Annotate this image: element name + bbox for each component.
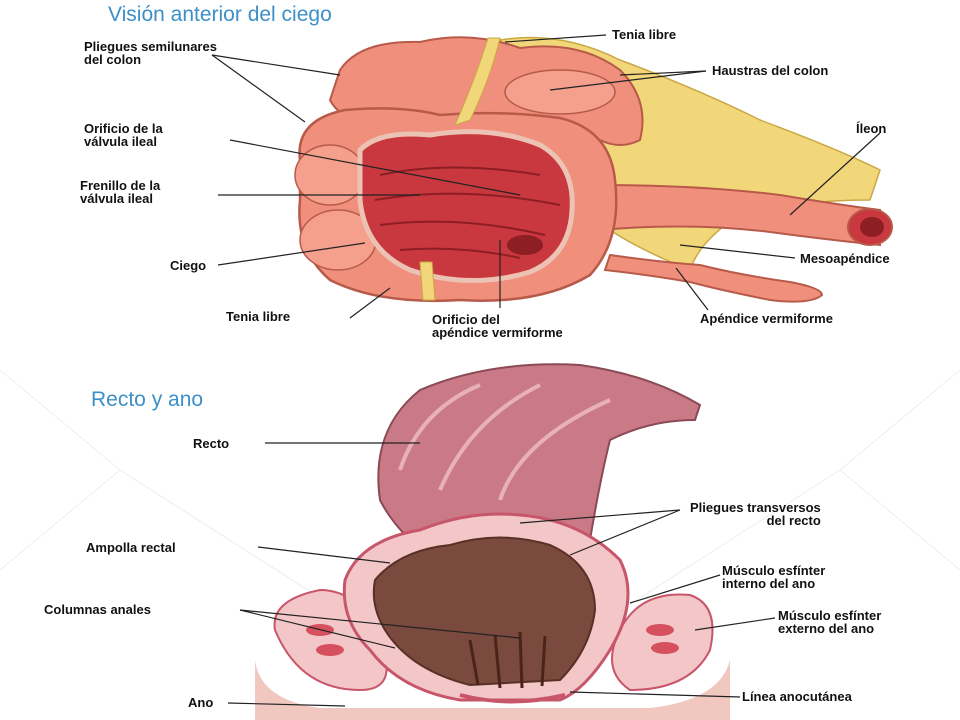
rectum-folds	[398, 383, 611, 501]
label-line: Músculo esfínter	[722, 563, 826, 578]
label-linea-anocutanea: Línea anocutánea	[742, 689, 852, 704]
label-line: externo del ano	[778, 621, 875, 636]
cecum-illustration	[294, 36, 893, 303]
label-apendice: Apéndice vermiforme	[700, 311, 833, 326]
label-line: válvula ileal	[80, 191, 153, 206]
label-line: Frenillo de la	[80, 178, 161, 193]
label-line: apéndice vermiforme	[432, 325, 563, 340]
appendix	[603, 253, 824, 303]
label-line: del recto	[766, 513, 821, 528]
rectum-illustration	[255, 363, 730, 720]
label-ano: Ano	[188, 695, 214, 710]
label-esfinter-interno: Músculo esfínter interno del ano	[722, 564, 825, 590]
leader-lines	[211, 34, 881, 707]
label-line: Pliegues transversos	[690, 500, 821, 515]
label-line: Pliegues semilunares	[84, 39, 217, 54]
label-orificio-valvula: Orificio de la válvula ileal	[84, 122, 163, 148]
label-columnas: Columnas anales	[44, 602, 151, 617]
label-recto: Recto	[193, 436, 230, 451]
label-tenia-libre-bottom: Tenia libre	[226, 309, 291, 324]
panel-title-bottom: Recto y ano	[91, 388, 204, 411]
label-line: válvula ileal	[84, 134, 157, 149]
label-mesoapendice: Mesoapéndice	[800, 251, 890, 266]
label-line: interno del ano	[722, 576, 816, 591]
label-line: Orificio del	[432, 312, 500, 327]
label-esfinter-externo: Músculo esfínter externo del ano	[778, 609, 881, 635]
label-pliegues-semilunares: Pliegues semilunares del colon	[84, 40, 217, 66]
label-haustras: Haustras del colon	[712, 63, 829, 78]
label-tenia-libre-top: Tenia libre	[612, 27, 677, 42]
label-pliegues-transversos: Pliegues transversos del recto	[690, 501, 821, 527]
label-line: del colon	[84, 52, 142, 67]
appendix-orifice	[507, 235, 543, 255]
panel-title-top: Visión anterior del ciego	[108, 3, 332, 26]
rectum-tube	[377, 363, 702, 541]
label-ampolla: Ampolla rectal	[86, 540, 176, 555]
label-orificio-apendice: Orificio del apéndice vermiforme	[432, 313, 563, 339]
label-ileon: Íleon	[856, 121, 887, 136]
label-line: Orificio de la	[84, 121, 163, 136]
tenia-libre-band-lower	[419, 261, 436, 301]
label-ciego: Ciego	[170, 258, 207, 273]
skin-base	[255, 660, 730, 720]
label-frenillo: Frenillo de la válvula ileal	[80, 179, 160, 205]
anus-opening	[459, 693, 566, 704]
ileum	[599, 183, 881, 247]
haustra-bulge	[504, 69, 616, 115]
sphincter-muscle-bands	[306, 624, 679, 656]
anal-columns	[468, 631, 547, 689]
ileum-lumen-inner	[860, 217, 884, 237]
ampulla-interior	[372, 536, 597, 687]
cecum-inner-lining	[357, 129, 575, 283]
tenia-libre-band	[454, 37, 501, 126]
label-line: Músculo esfínter	[778, 608, 882, 623]
